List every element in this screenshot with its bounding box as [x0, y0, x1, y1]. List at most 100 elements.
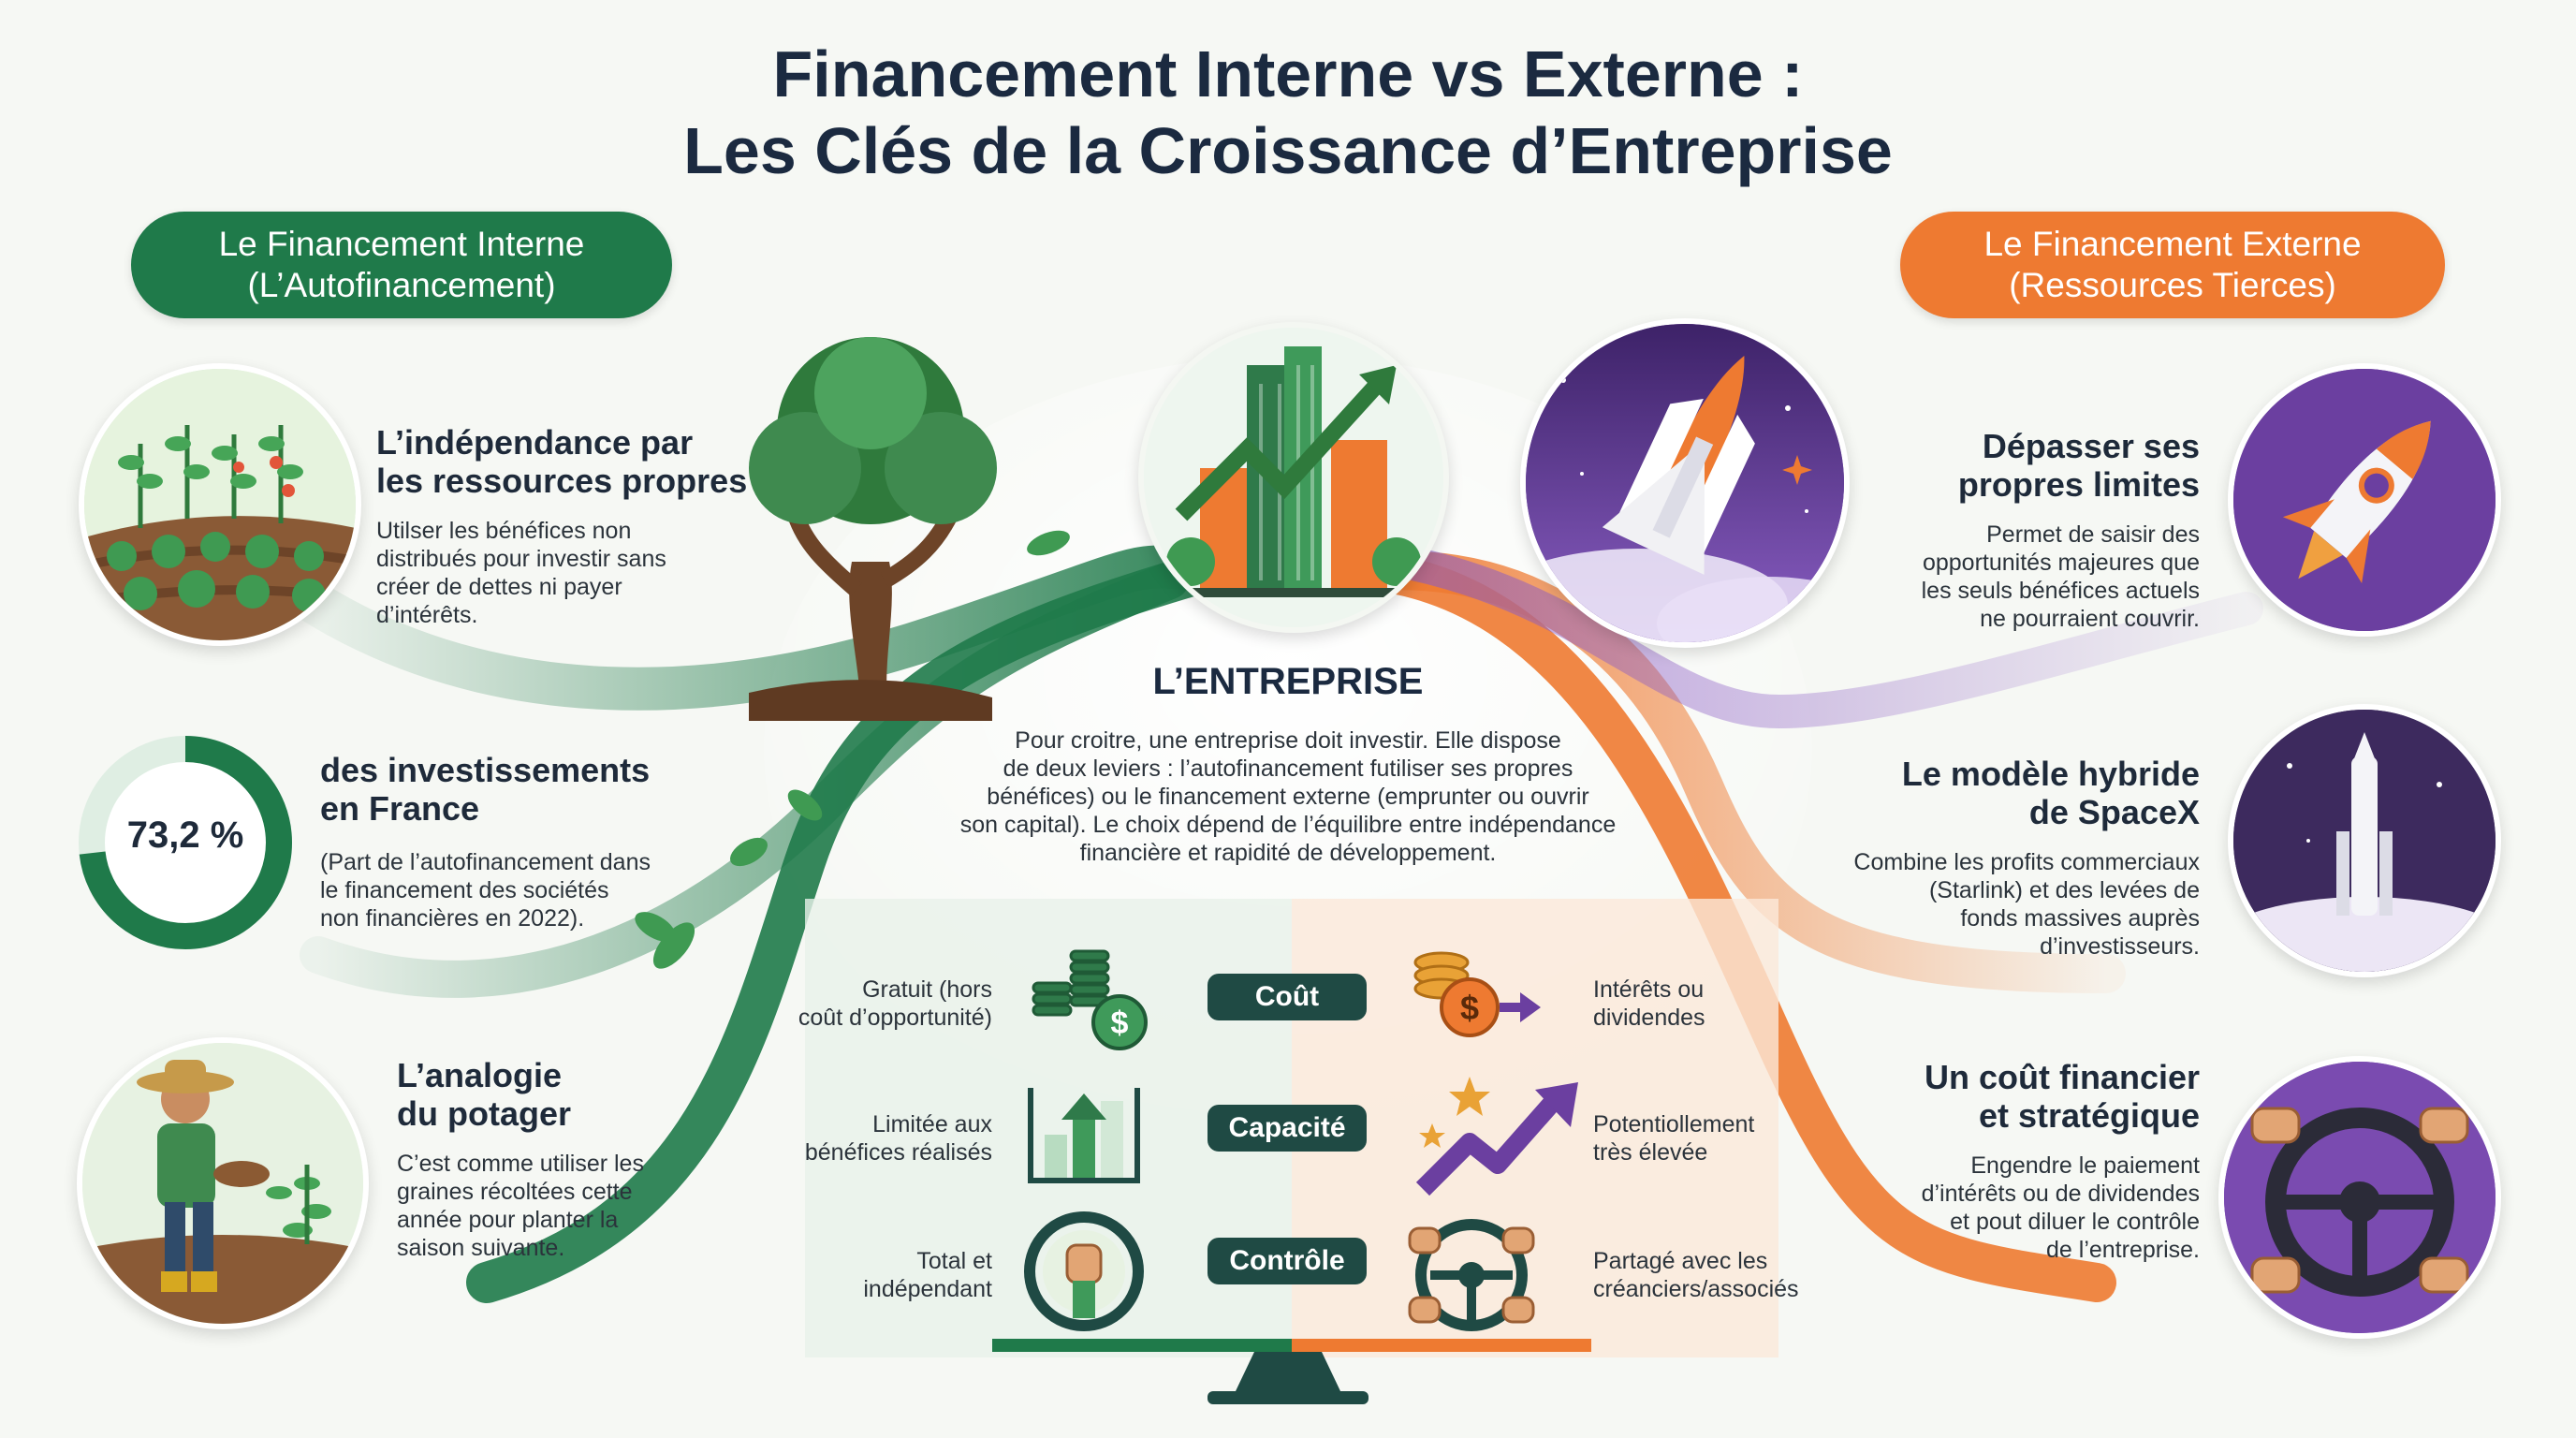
- svg-text:$: $: [1460, 989, 1479, 1027]
- strategic-heading-1: Un coût financier: [1924, 1058, 2200, 1096]
- independence-heading-1: L’indépendance par: [376, 423, 694, 462]
- donut-percent: 73,2 %: [126, 814, 244, 856]
- analogy-text-1: C’est comme utiliser les: [397, 1151, 644, 1177]
- rocket-icon: [2233, 369, 2496, 631]
- external-financing-pill: Le Financement Externe (Ressources Tierc…: [1900, 212, 2445, 318]
- spacex-text-3: fonds massives auprès: [1960, 905, 2200, 932]
- spacex-block: Le modèle hybride de SpaceX Combine les …: [1807, 755, 2200, 961]
- independence-text-2: distribués pour investir sans: [376, 546, 666, 572]
- capacity-external: Potentiollement très élevée: [1593, 1110, 1874, 1167]
- external-pill-line-2: (Ressources Tierces): [2009, 266, 2336, 304]
- steering-fist-icon: [1024, 1211, 1144, 1331]
- strategic-text-3: et pout diluer le contrôle: [1950, 1209, 2200, 1235]
- independence-block: L’indépendance par les ressources propre…: [376, 423, 769, 629]
- capacity-label: Capacité: [1208, 1105, 1367, 1152]
- garden-icon: [84, 369, 356, 640]
- steering-wheel-hands-icon: [2224, 1062, 2496, 1333]
- control-external-line-2: créanciers/associés: [1593, 1276, 1799, 1302]
- independence-text-1: Utilser les bénéfices non: [376, 518, 632, 544]
- coins-dollar-icon: $: [1032, 949, 1148, 1050]
- strategic-cost-block: Un coût financier et stratégique Engendr…: [1825, 1058, 2200, 1264]
- strategic-text-4: de l’entreprise.: [2046, 1237, 2200, 1263]
- control-internal: Total et indépendant: [730, 1247, 992, 1303]
- independence-text-4: d’intérêts.: [376, 602, 478, 628]
- limited-growth-icon: [1028, 1088, 1140, 1183]
- title-line-2: Les Clés de la Croissance d’Entreprise: [683, 114, 1893, 187]
- internal-pill-line-1: Le Financement Interne: [218, 225, 585, 263]
- beyond-text-3: les seuls bénéfices actuels: [1921, 578, 2200, 604]
- spacex-text-4: d’investisseurs.: [2040, 933, 2200, 960]
- shared-steering-icon: [1408, 1219, 1535, 1331]
- investment-text-2: le financement des sociétés: [320, 877, 609, 903]
- page-title: Financement Interne vs Externe : Les Clé…: [0, 36, 2576, 189]
- control-internal-line-1: Total et: [916, 1248, 992, 1274]
- shuttle-launch-illustration: [1520, 318, 1850, 648]
- enterprise-text-5: financière et rapidité de développement.: [1079, 840, 1497, 866]
- beyond-text-4: ne pourraient couvrir.: [1980, 606, 2200, 632]
- enterprise-text-2: de deux leviers : l’autofinancement futi…: [1003, 756, 1573, 782]
- beyond-heading-2: propres limites: [1957, 465, 2200, 504]
- control-label: Contrôle: [1208, 1238, 1367, 1284]
- tree-icon: [749, 337, 997, 721]
- strategic-text-2: d’intérêts ou de dividendes: [1921, 1181, 2200, 1207]
- shared-control-illustration: [2218, 1056, 2501, 1339]
- cost-external-line-1: Intérêts ou: [1593, 976, 1705, 1003]
- svg-text:$: $: [1111, 1005, 1129, 1041]
- autofinancing-donut: [79, 736, 292, 949]
- spacex-text-2: (Starlink) et des levées de: [1928, 877, 2200, 903]
- investment-stat-block: des investissements en France (Part de l…: [320, 751, 713, 932]
- coins-arrow-icon: $: [1413, 951, 1541, 1037]
- building-growth-icon: [1144, 328, 1443, 627]
- beyond-heading-1: Dépasser ses: [1982, 427, 2200, 465]
- spacex-launch-illustration: [2228, 704, 2501, 977]
- capacity-external-line-1: Potentiollement: [1593, 1111, 1755, 1137]
- spacex-heading-2: de SpaceX: [2028, 793, 2200, 831]
- cost-external-line-2: dividendes: [1593, 1005, 1705, 1031]
- control-external-line-1: Partagé avec les: [1593, 1248, 1768, 1274]
- investment-text-1: (Part de l’autofinancement dans: [320, 849, 651, 875]
- title-line-1: Financement Interne vs Externe :: [772, 37, 1804, 110]
- gardener-illustration: [77, 1037, 369, 1329]
- rocket-illustration: [2228, 363, 2501, 637]
- independence-heading-2: les ressources propres: [376, 462, 748, 500]
- spacex-heading-1: Le modèle hybride: [1901, 755, 2200, 793]
- beyond-limits-block: Dépasser ses propres limites Permet de s…: [1844, 427, 2200, 633]
- capacity-internal: Limitée aux bénéfices réalisés: [730, 1110, 992, 1167]
- enterprise-text-4: son capital). Le choix dépend de l’équil…: [959, 812, 1617, 838]
- space-shuttle-icon: [1526, 324, 1844, 642]
- analogy-text-3: année pour planter la: [397, 1207, 619, 1233]
- cost-internal-line-2: coût d’opportunité): [798, 1005, 992, 1031]
- external-pill-line-1: Le Financement Externe: [1983, 225, 2362, 263]
- capacity-internal-line-1: Limitée aux: [872, 1111, 992, 1137]
- cost-label: Coût: [1208, 974, 1367, 1020]
- investment-heading-2: en France: [320, 789, 480, 828]
- enterprise-heading: L’ENTREPRISE: [1152, 661, 1424, 702]
- enterprise-text-3: bénéfices) ou le financement externe (em…: [987, 784, 1589, 810]
- launch-rocket-icon: [2233, 710, 2496, 972]
- spacex-text-1: Combine les profits commerciaux: [1853, 849, 2200, 875]
- investment-heading-1: des investissements: [320, 751, 651, 789]
- garden-illustration: [79, 363, 361, 646]
- analogy-heading-1: L’analogie: [397, 1056, 563, 1094]
- capacity-internal-line-2: bénéfices réalisés: [804, 1139, 992, 1166]
- independence-text-3: créer de dettes ni payer: [376, 574, 622, 600]
- rising-arrow-icon: [1415, 1077, 1578, 1196]
- analogy-text-2: graines récoltées cette: [397, 1179, 633, 1205]
- enterprise-text-1: Pour croitre, une entreprise doit invest…: [1015, 727, 1561, 754]
- cost-external: Intérêts ou dividendes: [1593, 976, 1855, 1032]
- beyond-text-2: opportunités majeures que: [1922, 550, 2200, 576]
- cost-internal: Gratuit (hors coût d’opportunité): [730, 976, 992, 1032]
- analogy-heading-2: du potager: [397, 1094, 571, 1133]
- enterprise-description: Pour croitre, une entreprise doit invest…: [914, 726, 1662, 867]
- gardener-icon: [82, 1043, 363, 1324]
- analogy-text-4: saison suivante.: [397, 1235, 565, 1261]
- garden-analogy-block: L’analogie du potager C’est comme utilis…: [397, 1056, 734, 1262]
- investment-text-3: non financières en 2022).: [320, 905, 585, 932]
- strategic-heading-2: et stratégique: [1978, 1096, 2200, 1135]
- control-internal-line-2: indépendant: [863, 1276, 992, 1302]
- internal-pill-line-2: (L’Autofinancement): [247, 266, 556, 304]
- cost-internal-line-1: Gratuit (hors: [862, 976, 992, 1003]
- beyond-text-1: Permet de saisir des: [1986, 521, 2200, 548]
- control-external: Partagé avec les créanciers/associés: [1593, 1247, 1874, 1303]
- internal-financing-pill: Le Financement Interne (L’Autofinancemen…: [131, 212, 672, 318]
